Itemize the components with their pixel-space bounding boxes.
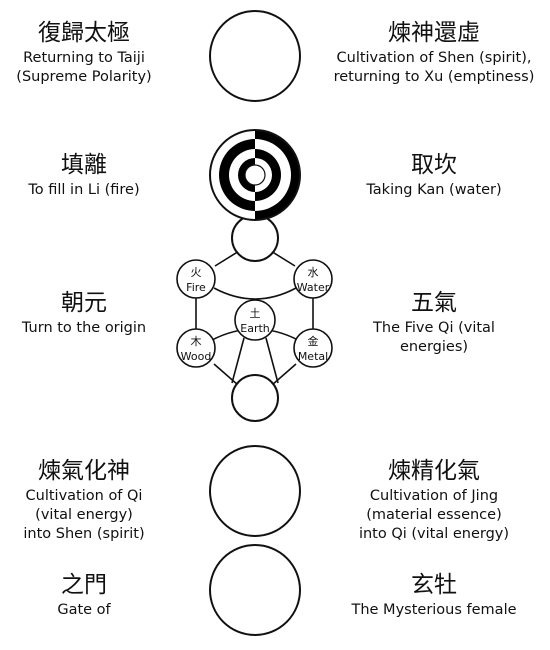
node-fire-en: Fire	[186, 281, 206, 294]
connector-earth-left	[231, 337, 245, 384]
node-water-cn: 水	[308, 266, 319, 279]
label-gate-of: 之門 Gate of	[0, 570, 168, 620]
arc-fire-water	[213, 287, 297, 300]
label-cn: 之門	[61, 572, 107, 598]
label-en-line: Taking Kan (water)	[366, 182, 502, 198]
label-en-line: (Supreme Polarity)	[16, 69, 152, 85]
label-en-line: into Shen (spirit)	[23, 526, 145, 542]
label-en-line: returning to Xu (emptiness)	[333, 69, 535, 85]
node-fire	[176, 259, 216, 299]
label-en-line: The Mysterious female	[351, 602, 517, 618]
connector-wood-lower	[213, 363, 239, 386]
label-taking-kan: 取坎 Taking Kan (water)	[318, 150, 550, 200]
label-en-line: Cultivation of Shen (spirit),	[336, 50, 532, 66]
label-cn: 煉精化氣	[388, 458, 480, 484]
node-earth-en: Earth	[240, 322, 270, 335]
label-en-line: To fill in Li (fire)	[28, 182, 140, 198]
label-en-line: Gate of	[57, 602, 111, 618]
label-cn: 復歸太極	[38, 20, 130, 46]
label-en-line: Cultivation of Jing	[369, 488, 499, 504]
label-en-line: Cultivation of Qi	[25, 488, 143, 504]
label-en-line: (vital energy)	[35, 507, 133, 523]
label-cn: 朝元	[61, 290, 107, 316]
node-earth-cn: 土	[250, 307, 261, 320]
label-cn: 玄牡	[411, 572, 457, 598]
node-water-en: Water	[297, 281, 330, 294]
kan-li-symbol	[209, 129, 301, 221]
label-en-line: Returning to Taiji	[23, 50, 145, 66]
node-earth	[234, 299, 276, 341]
label-en-line: Turn to the origin	[21, 320, 147, 336]
label-fill-li: 填離 To fill in Li (fire)	[0, 150, 168, 200]
label-en-line: The Five Qi (vital	[373, 320, 495, 336]
label-cn: 填離	[61, 152, 107, 178]
connector-metal-lower	[271, 363, 297, 386]
node-wood-en: Wood	[181, 350, 212, 363]
node-metal-en: Metal	[298, 350, 328, 363]
label-cn: 煉神還虛	[388, 20, 480, 46]
label-cn: 煉氣化神	[38, 458, 130, 484]
circle-taiji	[209, 10, 301, 102]
label-cn: 五氣	[411, 290, 457, 316]
circle-upper-node	[231, 214, 279, 262]
node-metal-cn: 金	[308, 334, 319, 348]
circle-lower-node	[231, 374, 279, 422]
label-five-qi: 五氣 The Five Qi (vital energies)	[318, 288, 550, 357]
node-fire-cn: 火	[191, 266, 202, 279]
node-wood-cn: 木	[191, 335, 202, 348]
node-metal	[293, 328, 333, 368]
circle-qi-to-shen	[209, 445, 301, 537]
node-water	[293, 259, 333, 299]
connector-earth-right	[265, 337, 279, 384]
label-turn-origin: 朝元 Turn to the origin	[0, 288, 168, 338]
circle-gate	[209, 544, 301, 636]
label-en-line: into Qi (vital energy)	[358, 526, 510, 542]
label-en-line: energies)	[399, 339, 469, 355]
label-en-line: (material essence)	[366, 507, 502, 523]
label-mysterious-female: 玄牡 The Mysterious female	[318, 570, 550, 620]
label-qi-to-shen: 煉氣化神 Cultivation of Qi (vital energy) in…	[0, 456, 168, 544]
node-wood	[176, 328, 216, 368]
label-returning-taiji: 復歸太極 Returning to Taiji (Supreme Polarit…	[0, 18, 168, 87]
label-cn: 取坎	[411, 152, 457, 178]
label-cultivation-shen: 煉神還虛 Cultivation of Shen (spirit), retur…	[318, 18, 550, 87]
label-jing-to-qi: 煉精化氣 Cultivation of Jing (material essen…	[318, 456, 550, 544]
